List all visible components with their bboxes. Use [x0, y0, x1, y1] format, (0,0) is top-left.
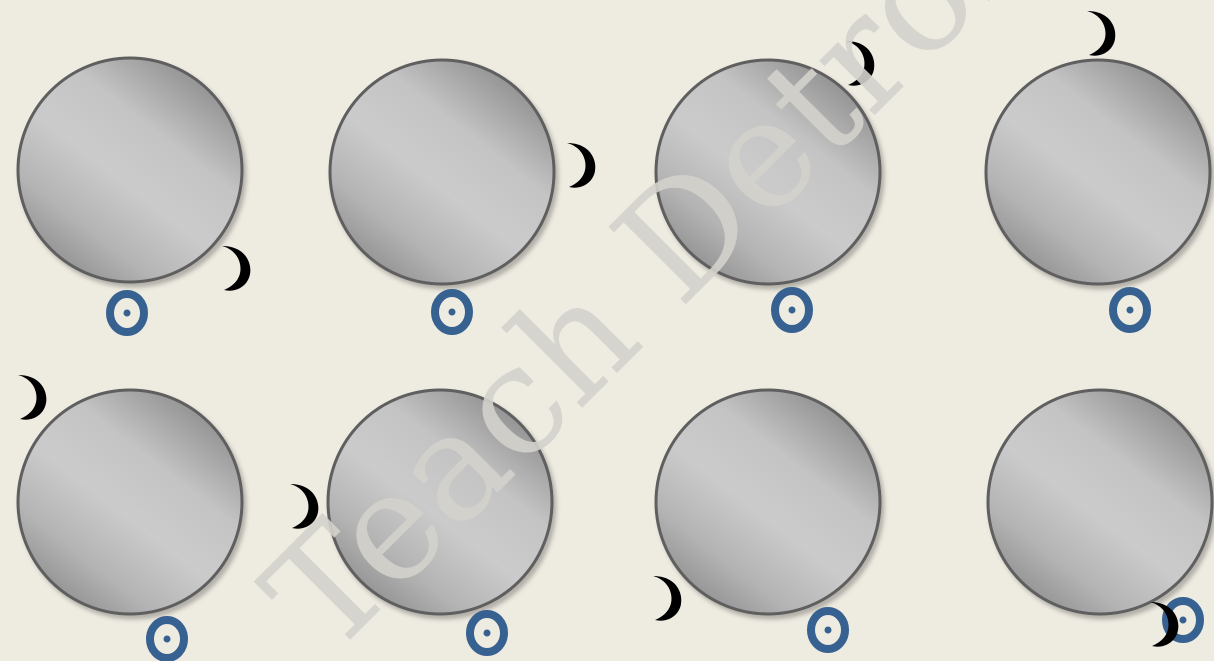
panel-4: [986, 11, 1210, 329]
panel-6: [290, 390, 552, 652]
earth-circle: [328, 390, 552, 614]
crescent-moon-icon: [222, 246, 250, 291]
panel-8: [988, 390, 1212, 647]
earth-circle: [18, 58, 242, 282]
crescent-moon-icon: [567, 143, 595, 188]
crescent-moon-icon: [290, 484, 318, 529]
panel-5: [18, 375, 242, 658]
panel-2: [330, 60, 595, 331]
earth-circle: [330, 60, 554, 284]
earth-circle: [988, 390, 1212, 614]
sun-marker-icon: [150, 620, 184, 658]
earth-circle: [656, 60, 880, 284]
panel-3: [656, 41, 880, 329]
sun-marker-icon: [470, 614, 504, 652]
crescent-moon-icon: [653, 576, 681, 621]
sun-marker-icon: [1113, 291, 1147, 329]
sun-marker-icon: [435, 293, 469, 331]
sun-marker-icon: [775, 291, 809, 329]
sun-marker-icon: [811, 611, 845, 649]
earth-circle: [18, 390, 242, 614]
earth-circle: [986, 60, 1210, 284]
panel-7: [653, 390, 880, 649]
crescent-moon-icon: [846, 41, 874, 86]
crescent-moon-icon: [18, 375, 46, 420]
earth-circle: [656, 390, 880, 614]
panel-1: [18, 58, 250, 332]
crescent-moon-icon: [1087, 11, 1115, 56]
sun-marker-icon: [110, 294, 144, 332]
